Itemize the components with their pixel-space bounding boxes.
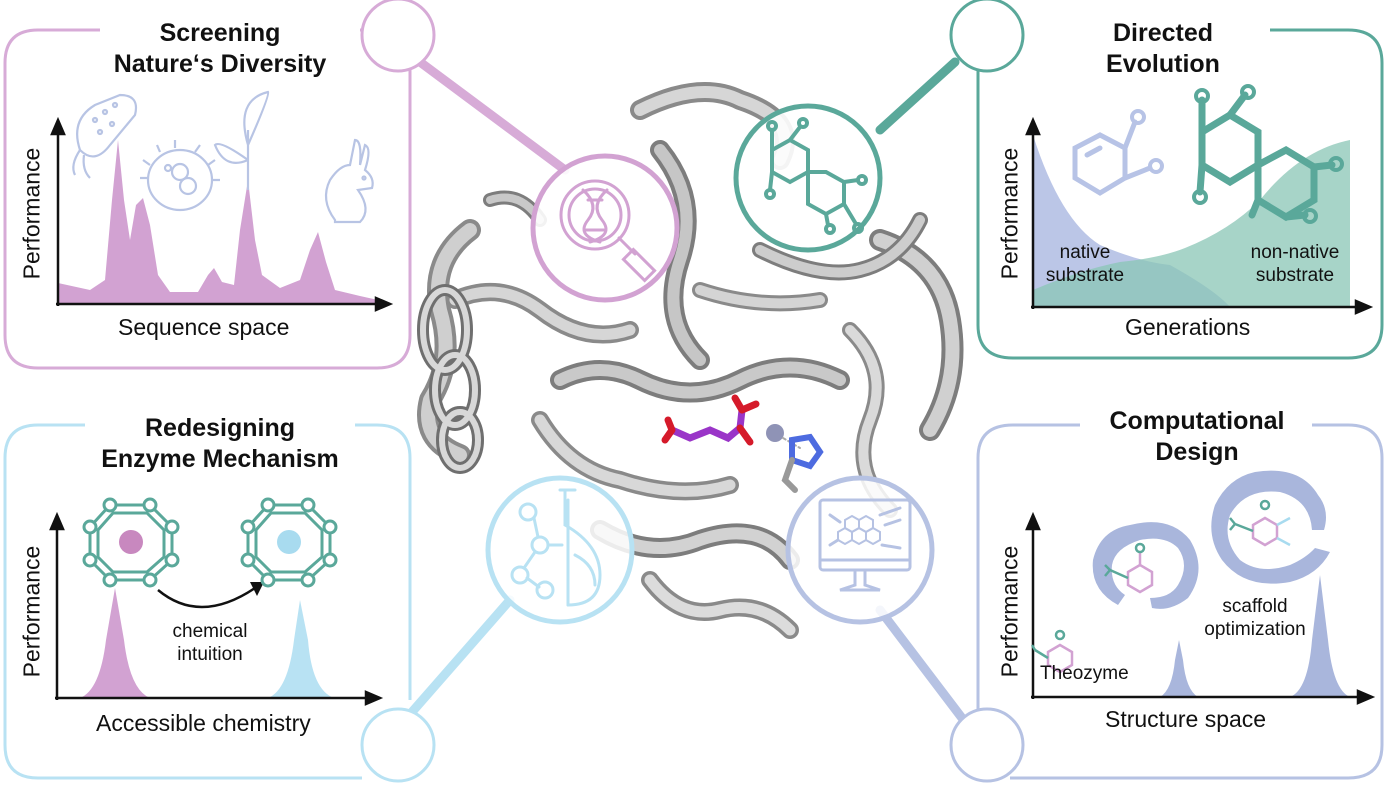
scaffold-optimization-label: scaffold optimization bbox=[1195, 595, 1315, 641]
connector-redesigning bbox=[400, 595, 515, 725]
redesigning-title-line1: Redesigning bbox=[144, 414, 295, 442]
native-label-line2: substrate bbox=[1045, 265, 1125, 286]
theozyme-label: Theozyme bbox=[1040, 663, 1129, 684]
frame-redesigning-right bbox=[330, 423, 412, 700]
plant-icon bbox=[213, 90, 270, 190]
comp-peak-large bbox=[1290, 575, 1350, 697]
computational-title: Computational Design bbox=[1082, 406, 1312, 468]
redesign-peak-left bbox=[80, 588, 150, 698]
native-label-line1: native bbox=[1059, 242, 1111, 263]
ligand-molecule bbox=[661, 394, 824, 493]
screening-ylabel: Performance bbox=[18, 147, 45, 280]
computer-graphene-icon bbox=[818, 498, 912, 592]
scaffold-small-icon bbox=[1092, 522, 1199, 609]
native-molecule-icon bbox=[1072, 109, 1164, 196]
mechanism-ring-right-icon bbox=[240, 497, 338, 588]
connector-screening bbox=[415, 57, 570, 175]
organism-icons bbox=[72, 90, 374, 224]
frame-computational bbox=[976, 423, 1080, 720]
computational-title-line1: Computational bbox=[1109, 407, 1285, 435]
native-substrate-label: native substrate bbox=[1040, 241, 1130, 287]
computational-xlabel: Structure space bbox=[1105, 706, 1267, 732]
native-area bbox=[1033, 135, 1230, 307]
node-circle-redesigning bbox=[360, 707, 436, 783]
mechanism-ring-left-icon bbox=[82, 497, 180, 588]
chemical-intuition-arrow bbox=[157, 586, 256, 609]
frame-redesigning bbox=[3, 423, 362, 780]
scaffold-label-line2: optimization bbox=[1204, 619, 1306, 640]
screening-title-line2: Nature‘s Diversity bbox=[113, 50, 327, 78]
screening-title-line1: Screening bbox=[159, 19, 281, 47]
directed-plot bbox=[1025, 84, 1374, 315]
screening-peaks bbox=[58, 140, 378, 304]
nonnative-area bbox=[1033, 140, 1350, 307]
redesigning-xlabel: Accessible chemistry bbox=[96, 710, 311, 736]
screening-xlabel: Sequence space bbox=[118, 314, 290, 340]
directed-ylabel: Performance bbox=[996, 147, 1023, 280]
arrow-label-line2: intuition bbox=[177, 644, 243, 665]
node-circle-computational bbox=[949, 707, 1025, 783]
scaffold-large-icon bbox=[1211, 470, 1330, 584]
scaffold-label-line1: scaffold bbox=[1222, 596, 1288, 617]
redesign-peak-right bbox=[268, 600, 334, 698]
computational-plot bbox=[1025, 470, 1376, 705]
node-circle-screening bbox=[360, 0, 436, 73]
nonnative-substrate-label: non-native substrate bbox=[1245, 241, 1345, 287]
icon-circle-computational bbox=[785, 475, 935, 625]
nonnative-label-line2: substrate bbox=[1255, 265, 1335, 286]
comp-peak-small bbox=[1160, 640, 1198, 697]
dna-magnifier-icon bbox=[559, 179, 657, 283]
rabbit-icon bbox=[324, 138, 374, 224]
mechanism-center-right bbox=[277, 530, 301, 554]
connector-directed bbox=[875, 57, 960, 135]
ligand-icons bbox=[1030, 499, 1291, 674]
flask-network-icon bbox=[510, 488, 602, 607]
arrow-label-line1: chemical bbox=[172, 621, 248, 642]
bacterium-icon bbox=[72, 93, 138, 179]
nonnative-label-line1: non-native bbox=[1250, 242, 1340, 263]
screening-plot bbox=[50, 90, 394, 312]
mechanism-center-left bbox=[119, 530, 143, 554]
directed-title-line1: Directed bbox=[1112, 19, 1214, 47]
redesigning-title: Redesigning Enzyme Mechanism bbox=[85, 413, 355, 475]
connector-lines bbox=[400, 57, 970, 727]
redesign-plot bbox=[49, 497, 384, 706]
redesigning-ylabel: Performance bbox=[18, 545, 45, 678]
molecule-icon bbox=[764, 117, 868, 235]
directed-xlabel: Generations bbox=[1125, 314, 1251, 340]
redesigning-title-line2: Enzyme Mechanism bbox=[101, 445, 339, 473]
frame-computational-rest bbox=[1010, 423, 1384, 780]
computational-ylabel: Performance bbox=[996, 545, 1023, 678]
chemical-intuition-label: chemical intuition bbox=[160, 620, 260, 666]
connector-computational bbox=[875, 605, 970, 727]
node-circle-directed bbox=[949, 0, 1025, 73]
cell-icon bbox=[140, 140, 220, 212]
directed-title-line2: Evolution bbox=[1106, 50, 1220, 78]
directed-title: Directed Evolution bbox=[1078, 18, 1248, 80]
nonnative-molecule-icon bbox=[1192, 84, 1344, 224]
screening-title: Screening Nature‘s Diversity bbox=[100, 18, 340, 80]
icon-circle-redesigning bbox=[485, 475, 635, 625]
computational-title-line2: Design bbox=[1155, 438, 1239, 466]
